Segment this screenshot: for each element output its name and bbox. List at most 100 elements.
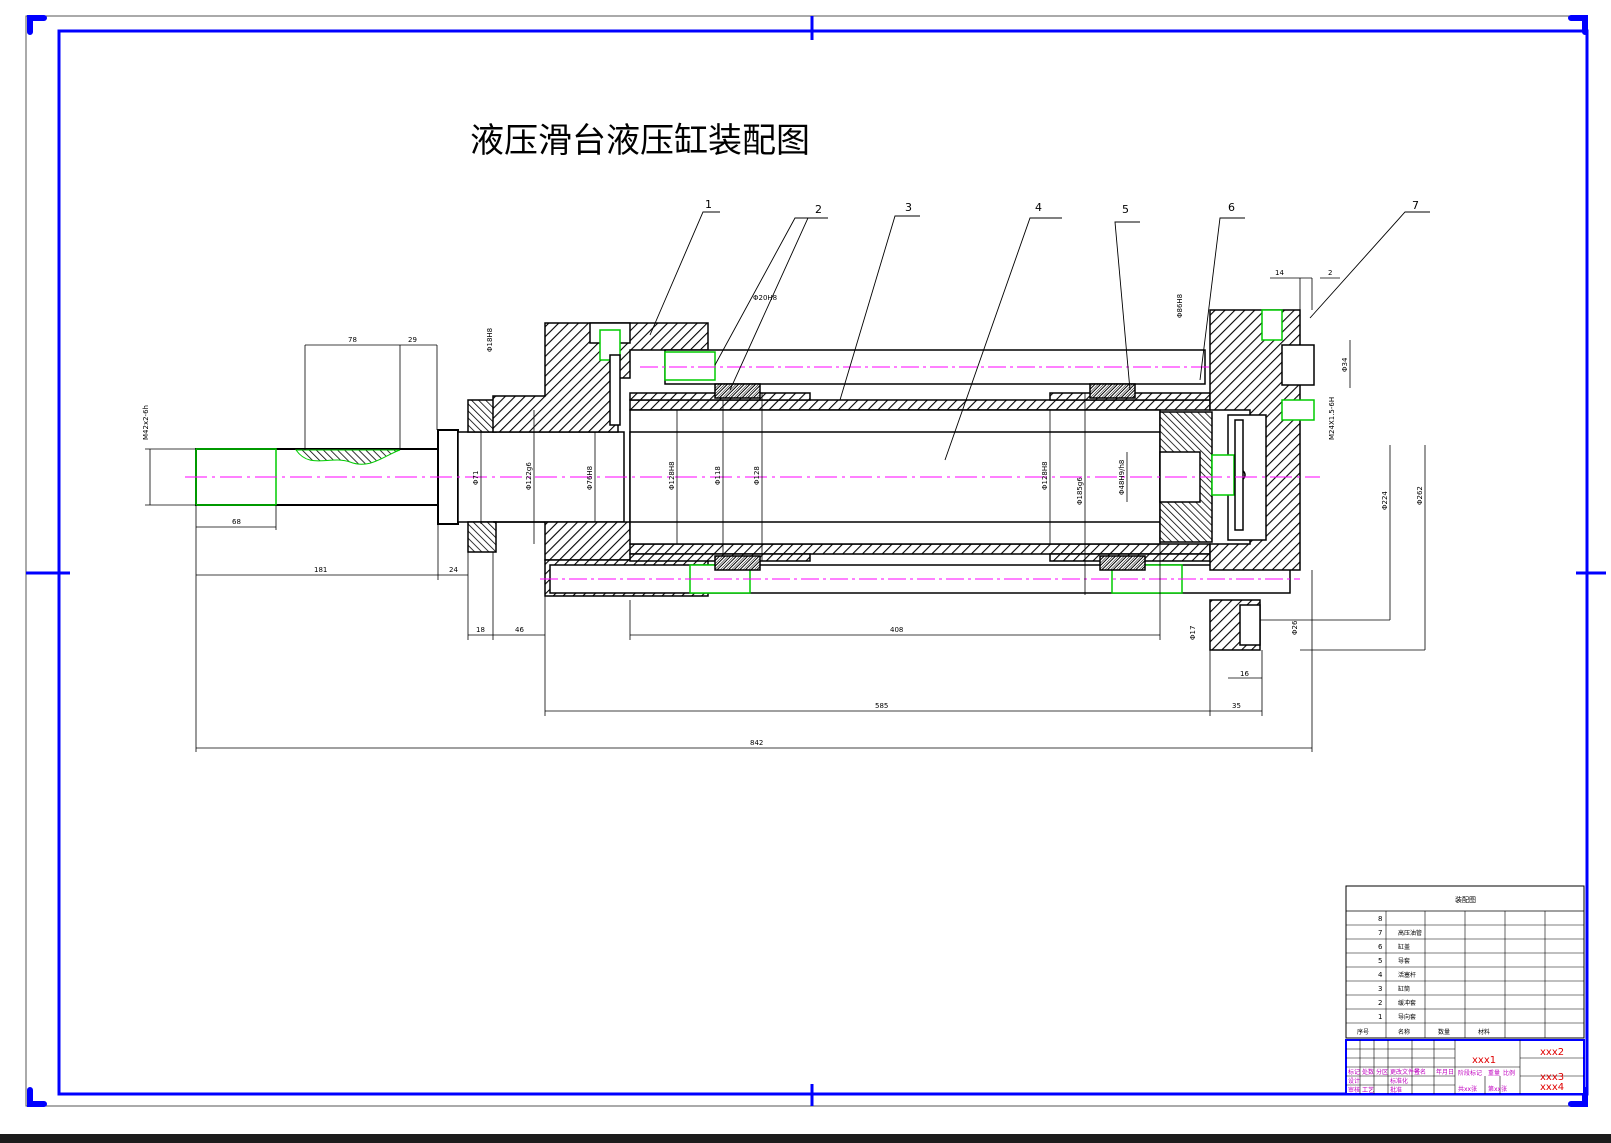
dim-78: 78 — [348, 336, 357, 344]
col-header-qty: 数量 — [1438, 1028, 1450, 1036]
tb-label-9: 工艺 — [1362, 1086, 1374, 1094]
dim-phi48: Φ48H9/h8 — [1118, 460, 1126, 495]
dim-phi17: Φ17 — [1189, 626, 1197, 640]
dim-68: 68 — [232, 518, 241, 526]
balloon-1: 1 — [705, 198, 712, 211]
balloon-2: 2 — [815, 203, 822, 216]
dim-m24: M24X1.5-6H — [1328, 397, 1336, 440]
tb-label-0: 标记 — [1348, 1068, 1360, 1076]
parts-list-header: 装配图 — [1455, 895, 1476, 904]
balloon-3: 3 — [905, 201, 912, 214]
balloon-labels: 1 2 3 4 5 6 7 — [705, 198, 1419, 216]
part-no-2: 2 — [1378, 999, 1382, 1007]
dim-phi86: Φ86H8 — [1176, 294, 1184, 318]
dim-842: 842 — [750, 739, 763, 747]
tb-label-6: 设计 — [1348, 1077, 1360, 1085]
parts-list-rows: 8 7 高压油管 6 缸盖 5 导套 4 活塞杆 3 缸筒 2 缓冲套 1 导向… — [1357, 915, 1490, 1036]
part-no-7: 7 — [1378, 929, 1382, 937]
centering-marks — [26, 16, 1606, 1106]
seal-lower-left — [714, 555, 761, 571]
col-header-name: 名称 — [1398, 1028, 1410, 1036]
rod-broken-section — [295, 449, 401, 465]
tb-label-2: 分区 — [1376, 1068, 1388, 1076]
taskbar — [0, 1134, 1611, 1143]
dim-phi224: Φ224 — [1381, 491, 1389, 510]
guide-housing-top — [492, 322, 709, 433]
guide-housing-bottom — [493, 521, 641, 561]
part-name-4: 活塞杆 — [1398, 971, 1416, 979]
balloon-6: 6 — [1228, 201, 1235, 214]
dim-phi118: Φ118 — [714, 466, 722, 485]
drawing-title: 液压滑台液压缸装配图 — [470, 121, 810, 161]
dim-2: 2 — [1328, 269, 1332, 277]
title-block-labels: 标记 处数 分区 更改文件号 签名 年月日 设计 标准化 审核 工艺 批准 阶段… — [1348, 1068, 1515, 1094]
end-cap-lower-port — [1239, 604, 1261, 646]
dim-16: 16 — [1240, 670, 1249, 678]
seal-upper-right — [1089, 383, 1136, 399]
cylinder-assembly — [185, 309, 1320, 651]
dim-18: 18 — [476, 626, 485, 634]
dim-14: 14 — [1275, 269, 1284, 277]
tb-label-7: 标准化 — [1390, 1077, 1408, 1085]
leader-lines — [649, 211, 1430, 461]
tb-label-13: 比例 — [1503, 1069, 1515, 1077]
dim-phi128b: Φ128 — [753, 466, 761, 485]
end-cap-right-port — [1281, 344, 1315, 386]
part-no-3: 3 — [1378, 985, 1382, 993]
end-cap-side-port — [1281, 399, 1315, 421]
dim-181: 181 — [314, 566, 327, 574]
front-port-channel — [609, 354, 621, 426]
wiper-cap-bottom — [467, 521, 497, 553]
dim-29: 29 — [408, 336, 417, 344]
tb-label-8: 审核 — [1348, 1086, 1360, 1094]
part-name-5: 导套 — [1398, 957, 1410, 965]
part-no-6: 6 — [1378, 943, 1383, 951]
drawing-frame — [57, 29, 1589, 1096]
dim-phi122: Φ122g6 — [525, 462, 533, 490]
dim-phi128c: Φ128H8 — [1041, 461, 1049, 490]
part-name-1: 导向套 — [1398, 1013, 1416, 1021]
part-no-1: 1 — [1378, 1013, 1382, 1021]
dim-phi71: Φ71 — [472, 471, 480, 485]
dim-phi185: Φ185g6 — [1076, 477, 1084, 505]
upper-tie-rod-nut-left — [664, 351, 716, 381]
part-name-3: 缸筒 — [1398, 985, 1410, 993]
dim-phi76: Φ76H8 — [586, 466, 594, 490]
seal-lower-right — [1099, 555, 1146, 571]
dim-46: 46 — [515, 626, 524, 634]
dim-35: 35 — [1232, 702, 1241, 710]
balloon-5: 5 — [1122, 203, 1129, 216]
tb-label-5: 年月日 — [1436, 1068, 1454, 1076]
dim-phi34: Φ34 — [1341, 357, 1349, 372]
balloon-7: 7 — [1412, 199, 1419, 212]
part-no-8: 8 — [1378, 915, 1382, 923]
dim-phi262: Φ262 — [1416, 486, 1424, 505]
col-header-material: 材料 — [1478, 1028, 1490, 1036]
tb-label-11: 阶段标记 — [1458, 1069, 1482, 1077]
part-no-4: 4 — [1378, 971, 1383, 979]
tb-label-10: 批准 — [1390, 1086, 1402, 1094]
dim-24: 24 — [449, 566, 458, 574]
cylinder-barrel-top — [629, 399, 1211, 411]
dim-phi128a: Φ128H8 — [668, 461, 676, 490]
part-name-6: 缸盖 — [1398, 943, 1410, 951]
title-block-right-3-visible: xxx4 — [1540, 1082, 1564, 1093]
wiper-cap-top — [467, 399, 497, 433]
col-header-no: 序号 — [1357, 1028, 1369, 1036]
tb-label-4: 签名 — [1414, 1068, 1426, 1076]
tb-label-3: 更改文件号 — [1390, 1068, 1420, 1076]
tb-label-15: 第xx张 — [1488, 1085, 1507, 1093]
title-block-right-1: xxx2 — [1540, 1047, 1564, 1058]
cylinder-barrel-bottom — [629, 543, 1211, 555]
tb-label-1: 处数 — [1362, 1068, 1374, 1076]
dim-thread: M42x2-6h — [142, 405, 150, 440]
dim-phi26: Φ26 — [1291, 620, 1299, 635]
parts-list: 装配图 8 7 高压油管 6 缸盖 5 导套 4 活塞杆 3 — [1345, 885, 1585, 1039]
title-block: xxx1 xxx2 xxx3 xxx4 标记 处数 分区 更改文件号 签名 年月… — [1345, 1039, 1585, 1095]
part-no-5: 5 — [1378, 957, 1382, 965]
seal-upper-left — [714, 383, 761, 399]
check-valve-spring — [1234, 419, 1244, 531]
dim-phi20: Φ20H8 — [753, 294, 777, 302]
dim-408: 408 — [890, 626, 903, 634]
